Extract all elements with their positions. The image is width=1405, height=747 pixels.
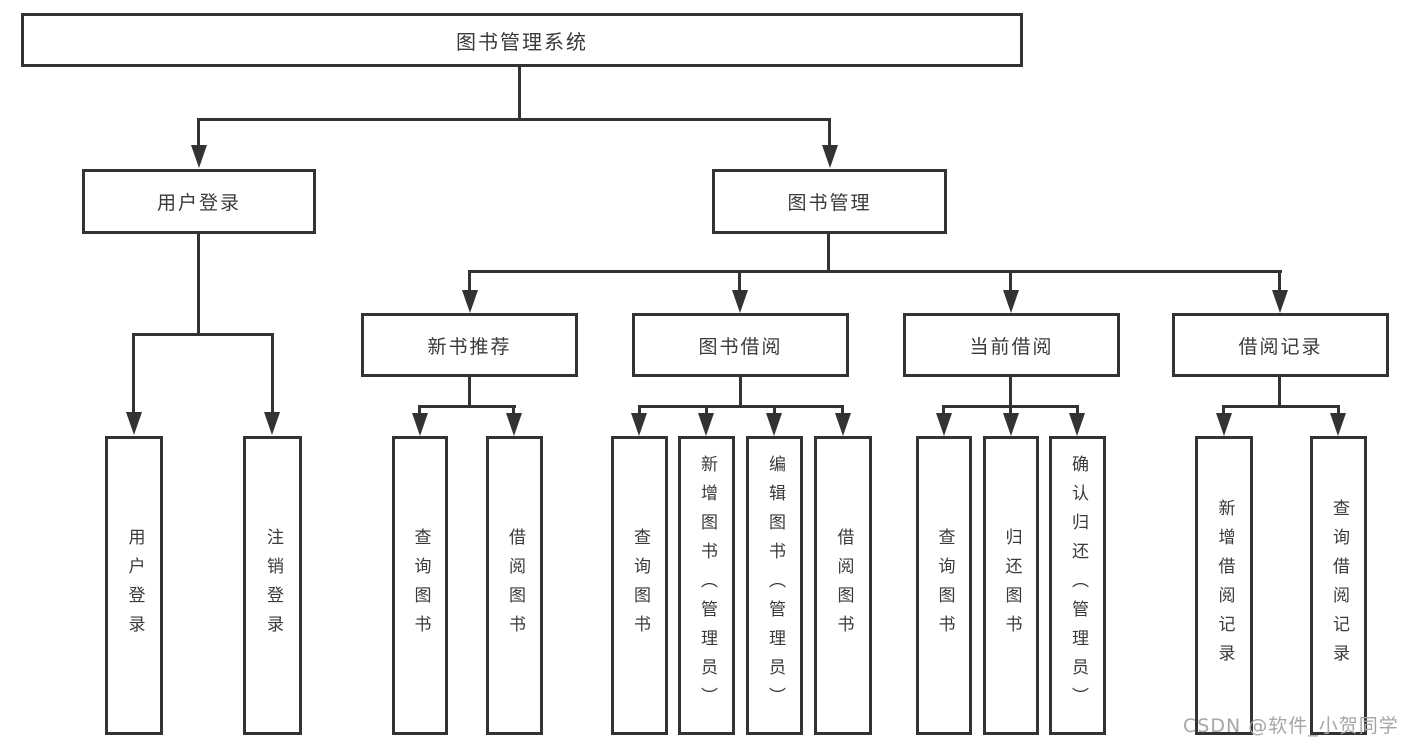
- leaf-logout: 注销登录: [243, 436, 302, 735]
- leaf-edit-books-admin-label: 编辑图书（管理员）: [765, 455, 785, 716]
- leaf-add-books-admin-label: 新增图书（管理员）: [697, 455, 717, 716]
- csdn-watermark: CSDN @软件_小贺同学: [1183, 715, 1399, 737]
- leaf-query-books-current: 查询图书: [916, 436, 972, 735]
- arrow-down-icon: [822, 145, 838, 168]
- node-borrow-records: 借阅记录: [1172, 313, 1389, 377]
- connector-root-stem-line: [518, 67, 521, 119]
- connector-to-borrow-records-line: [1278, 270, 1281, 292]
- connector-new-book-branch-line: [419, 405, 516, 408]
- leaf-borrow-books-recommend-label: 借阅图书: [505, 527, 525, 644]
- leaf-user-login-label: 用户登录: [124, 527, 145, 644]
- node-book-management: 图书管理: [712, 169, 947, 234]
- connector-to-leaf-user-login-line: [132, 333, 135, 413]
- arrow-down-icon: [1330, 413, 1346, 436]
- connector-leaf-line: [638, 405, 641, 416]
- connector-book-management-stem-line: [827, 234, 830, 273]
- connector-to-book-management-line: [828, 118, 831, 147]
- leaf-query-books-borrow-label: 查询图书: [630, 527, 650, 644]
- node-user-login: 用户登录: [82, 169, 316, 234]
- leaf-query-books-recommend-label: 查询图书: [410, 527, 431, 644]
- connector-book-borrow-stem-line: [739, 377, 742, 408]
- connector-leaf-line: [1009, 405, 1012, 416]
- leaf-borrow-books: 借阅图书: [814, 436, 872, 735]
- leaf-query-borrow-record-label: 查询借阅记录: [1329, 498, 1349, 673]
- connector-leaf-line: [1076, 405, 1079, 416]
- node-new-book-recommend: 新书推荐: [361, 313, 578, 377]
- connector-user-login-stem-line: [197, 234, 200, 336]
- connector-to-current-borrow-line: [1009, 270, 1012, 292]
- node-book-management-label: 图书管理: [787, 192, 872, 214]
- arrow-down-icon: [1069, 413, 1085, 436]
- connector-to-user-login-line: [197, 118, 200, 147]
- leaf-return-books: 归还图书: [983, 436, 1039, 735]
- connector-root-branch-line: [197, 118, 831, 121]
- connector-leaf-line: [841, 405, 844, 416]
- arrow-down-icon: [462, 290, 478, 313]
- leaf-query-books-current-label: 查询图书: [934, 527, 955, 644]
- arrow-down-icon: [264, 412, 280, 435]
- node-borrow-records-label: 借阅记录: [1238, 335, 1323, 358]
- arrow-down-icon: [835, 413, 851, 436]
- arrow-down-icon: [631, 413, 647, 436]
- arrow-down-icon: [126, 412, 142, 435]
- connector-book-management-branch-line: [469, 270, 1282, 273]
- connector-leaf-line: [418, 405, 421, 416]
- connector-leaf-line: [512, 405, 515, 416]
- arrow-down-icon: [506, 413, 522, 436]
- node-book-borrow-label: 图书借阅: [698, 335, 783, 358]
- connector-leaf-line: [773, 405, 776, 416]
- leaf-query-borrow-record: 查询借阅记录: [1310, 436, 1367, 735]
- node-library-management-system-label: 图书管理系统: [456, 29, 588, 54]
- connector-user-login-branch-line: [133, 333, 274, 336]
- leaf-query-books-recommend: 查询图书: [392, 436, 448, 735]
- leaf-add-books-admin: 新增图书（管理员）: [678, 436, 735, 735]
- connector-leaf-line: [705, 405, 708, 416]
- node-current-borrow-label: 当前借阅: [969, 335, 1054, 358]
- arrow-down-icon: [936, 413, 952, 436]
- leaf-query-books-borrow: 查询图书: [611, 436, 668, 735]
- node-user-login-label: 用户登录: [156, 192, 241, 214]
- arrow-down-icon: [732, 290, 748, 313]
- arrow-down-icon: [1216, 413, 1232, 436]
- arrow-down-icon: [698, 413, 714, 436]
- connector-book-borrow-branch-line: [639, 405, 844, 408]
- leaf-confirm-return-admin: 确认归还（管理员）: [1049, 436, 1106, 735]
- leaf-edit-books-admin: 编辑图书（管理员）: [746, 436, 803, 735]
- connector-to-new-book-line: [468, 270, 471, 292]
- leaf-return-books-label: 归还图书: [1001, 527, 1022, 644]
- connector-borrow-records-stem-line: [1278, 377, 1281, 408]
- node-library-management-system: 图书管理系统: [21, 13, 1023, 67]
- connector-leaf-line: [942, 405, 945, 416]
- leaf-user-login: 用户登录: [105, 436, 163, 735]
- node-book-borrow: 图书借阅: [632, 313, 849, 377]
- leaf-add-borrow-record: 新增借阅记录: [1195, 436, 1253, 735]
- leaf-confirm-return-admin-label: 确认归还（管理员）: [1068, 455, 1088, 716]
- connector-leaf-line: [1337, 405, 1340, 416]
- leaf-borrow-books-recommend: 借阅图书: [486, 436, 543, 735]
- arrow-down-icon: [412, 413, 428, 436]
- arrow-down-icon: [766, 413, 782, 436]
- leaf-add-borrow-record-label: 新增借阅记录: [1214, 498, 1235, 673]
- arrow-down-icon: [191, 145, 207, 168]
- node-new-book-recommend-label: 新书推荐: [427, 335, 512, 358]
- connector-to-leaf-logout-line: [271, 333, 274, 413]
- connector-to-book-borrow-line: [738, 270, 741, 292]
- connector-new-book-stem-line: [468, 377, 471, 408]
- arrow-down-icon: [1003, 413, 1019, 436]
- node-current-borrow: 当前借阅: [903, 313, 1120, 377]
- connector-borrow-records-branch-line: [1223, 405, 1339, 408]
- leaf-logout-label: 注销登录: [263, 527, 283, 644]
- connector-leaf-line: [1222, 405, 1225, 416]
- leaf-borrow-books-label: 借阅图书: [833, 527, 854, 644]
- arrow-down-icon: [1272, 290, 1288, 313]
- connector-current-borrow-stem-line: [1009, 377, 1012, 408]
- arrow-down-icon: [1003, 290, 1019, 313]
